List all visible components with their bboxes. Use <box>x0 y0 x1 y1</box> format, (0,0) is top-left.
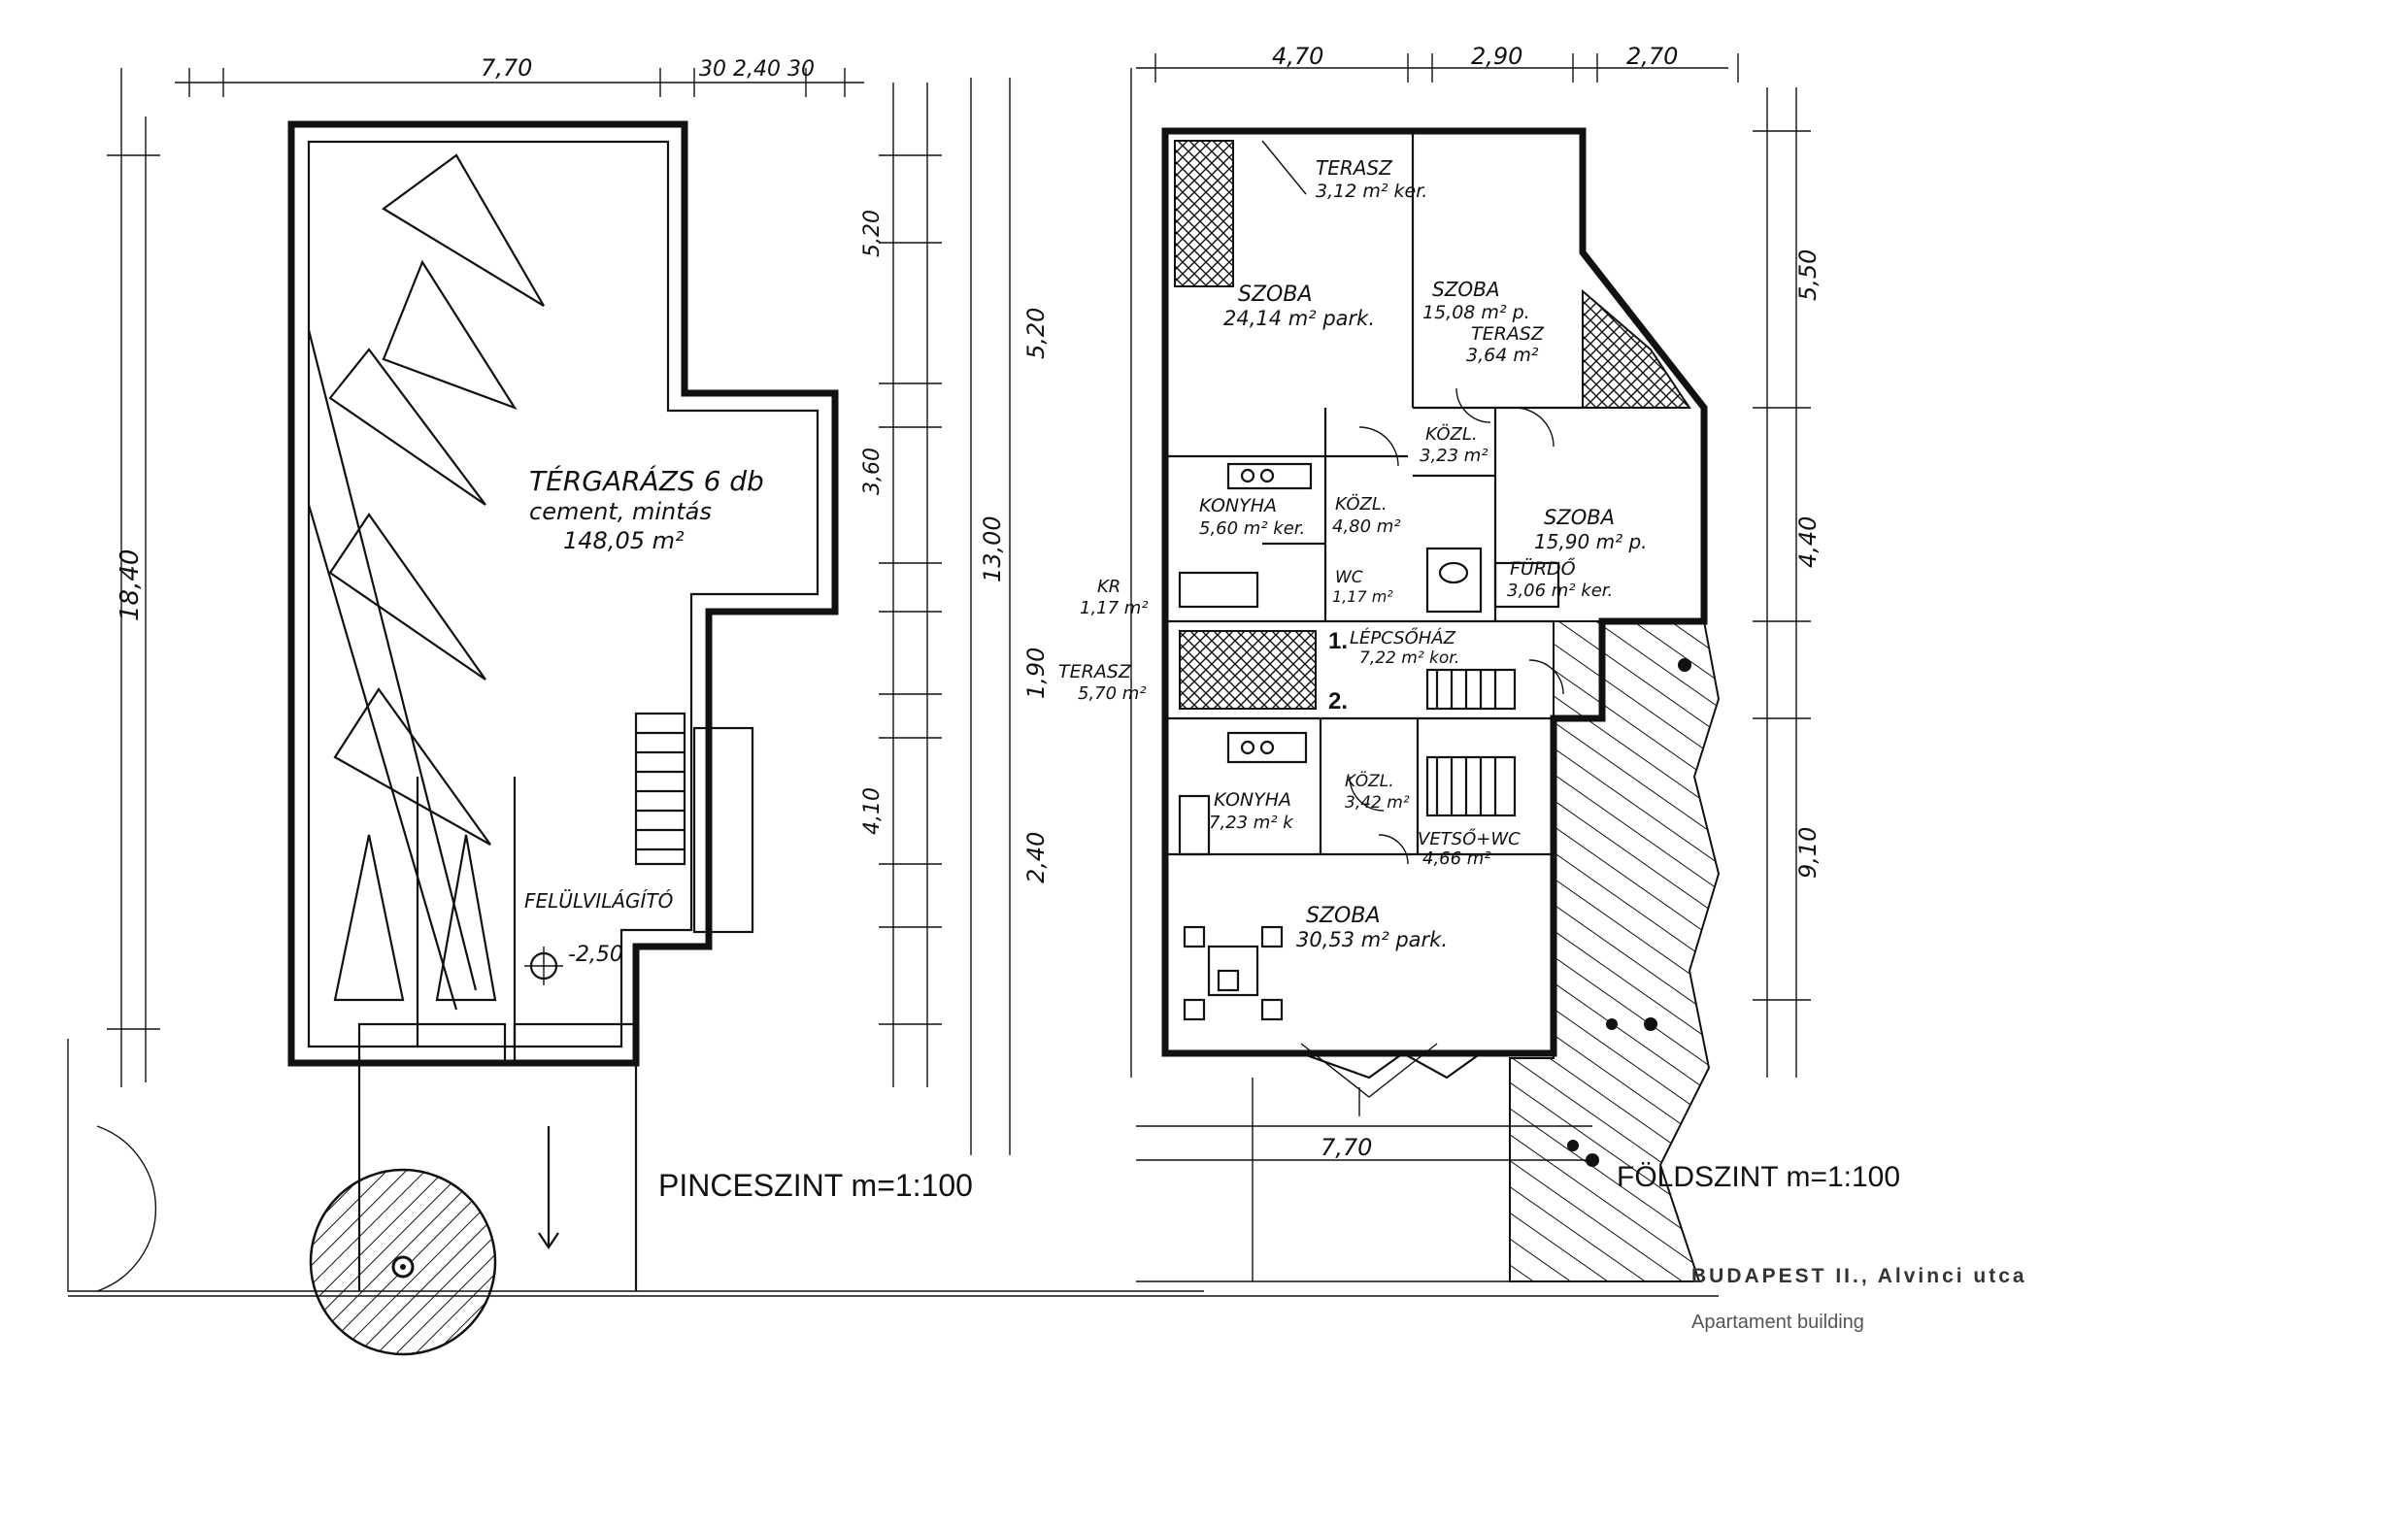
basement-plan: 7,70 30 2,40 30 18,40 5,20 3,60 4,10 13,… <box>67 54 1204 1356</box>
garage-label-line1: TÉRGARÁZS 6 db <box>529 464 764 497</box>
garage-label-line2: cement, mintás <box>529 498 712 525</box>
terrace-middle <box>1179 630 1317 710</box>
basement-dim-right-7: 2,40 <box>1022 832 1050 883</box>
room-area: 3,42 m² <box>1345 793 1410 813</box>
room-name: KR <box>1097 577 1120 597</box>
garage-area: 148,05 m² <box>563 527 685 554</box>
project-title: BUDAPEST II., Alvinci utca <box>1691 1265 2027 1287</box>
room-area: 5,70 m² <box>1078 683 1147 704</box>
basement-dim-right-4: 13,00 <box>979 515 1006 582</box>
room-name: LÉPCSŐHÁZ <box>1350 627 1456 648</box>
gf-dim-right-3: 9,10 <box>1794 827 1822 879</box>
gf-room-labels: TERASZ 3,12 m² ker. SZOBA 24,14 m² park.… <box>1058 156 1648 951</box>
room-name: TERASZ <box>1471 323 1545 345</box>
room-name: KONYHA <box>1214 789 1291 811</box>
room-area: 4,80 m² <box>1332 516 1401 537</box>
bay-window <box>1300 1051 1482 1080</box>
room-area: 5,60 m² ker. <box>1199 518 1305 539</box>
unit-number-1: 1. <box>1328 628 1348 654</box>
room-area: 15,08 m² p. <box>1422 302 1530 323</box>
kitchen-fixtures <box>1178 462 1560 856</box>
room-area: 3,23 m² <box>1420 446 1488 466</box>
garden-trees <box>1567 658 1691 1167</box>
room-area: 1,17 m² <box>1332 587 1393 606</box>
room-area: 7,23 m² k <box>1209 813 1294 833</box>
gf-dim-top-1: 4,70 <box>1272 43 1323 70</box>
room-area: 3,64 m² <box>1466 345 1539 366</box>
room-name: TERASZ <box>1058 661 1132 682</box>
unit-number-2: 2. <box>1328 688 1348 715</box>
skylight-label: FELÜLVILÁGÍTÓ <box>524 889 673 913</box>
room-name: KÖZL. <box>1345 770 1394 791</box>
basement-scale-label: PINCESZINT m=1:100 <box>658 1168 973 1203</box>
room-area: 1,17 m² <box>1080 598 1149 618</box>
room-area: 15,90 m² p. <box>1534 530 1648 553</box>
basement-stair <box>634 712 754 934</box>
gf-dim-right-2: 4,40 <box>1794 516 1822 568</box>
gf-dim-top-2: 2,90 <box>1471 43 1522 70</box>
basement-dim-top: 7,70 <box>481 54 532 82</box>
room-area: 30,53 m² park. <box>1296 928 1448 951</box>
basement-dim-right-5: 5,20 <box>1022 308 1050 359</box>
dining-set <box>1183 925 1284 1021</box>
project-subtitle: Apartament building <box>1691 1312 1864 1333</box>
room-name: SZOBA <box>1306 904 1381 928</box>
room-name: FÜRDŐ <box>1510 556 1576 580</box>
room-area: 3,12 m² ker. <box>1316 181 1427 202</box>
basement-dim-right-1: 5,20 <box>860 210 885 257</box>
room-name: VETSŐ+WC <box>1418 828 1521 849</box>
basement-dim-right-6: 1,90 <box>1022 648 1050 699</box>
basement-dim-right-2: 3,60 <box>860 448 885 495</box>
basement-dim-left: 18,40 <box>116 549 145 621</box>
terrace-right <box>1582 288 1691 409</box>
room-name: TERASZ <box>1316 156 1393 180</box>
basement-dim-top-2: 30 2,40 30 <box>699 57 815 82</box>
tree-symbol <box>96 1125 497 1356</box>
room-name: SZOBA <box>1544 506 1615 529</box>
groundfloor-plan: 4,70 2,90 2,70 5,50 4,40 9,10 7,70 <box>1058 43 1900 1282</box>
room-name: SZOBA <box>1432 278 1500 301</box>
basement-ramp <box>67 1022 1204 1292</box>
room-name: SZOBA <box>1238 283 1313 307</box>
terrace-top-left <box>1174 140 1234 287</box>
room-area: 7,22 m² kor. <box>1359 648 1459 668</box>
gf-stair <box>1425 668 1517 817</box>
room-name: KÖZL. <box>1335 493 1388 515</box>
groundfloor-scale-label: FÖLDSZINT m=1:100 <box>1617 1161 1900 1193</box>
room-area: 24,14 m² park. <box>1223 307 1375 330</box>
project-caption: BUDAPEST II., Alvinci utca Apartament bu… <box>1691 1265 2027 1334</box>
level-marker <box>524 947 563 985</box>
room-name: KÖZL. <box>1425 423 1478 445</box>
room-name: KONYHA <box>1199 495 1277 516</box>
room-name: WC <box>1335 568 1363 587</box>
basement-level: -2,50 <box>568 943 623 967</box>
gf-dim-right-1: 5,50 <box>1794 249 1822 301</box>
gf-dim-bottom: 7,70 <box>1321 1134 1372 1161</box>
garden-slope <box>1509 620 1721 1282</box>
parking-markings <box>307 153 545 1047</box>
room-area: 4,66 m² <box>1422 848 1491 869</box>
door-swings <box>1261 140 1564 865</box>
room-area: 3,06 m² ker. <box>1507 581 1613 601</box>
basement-dim-right-3: 4,10 <box>860 787 885 835</box>
gf-dim-top-3: 2,70 <box>1626 43 1678 70</box>
